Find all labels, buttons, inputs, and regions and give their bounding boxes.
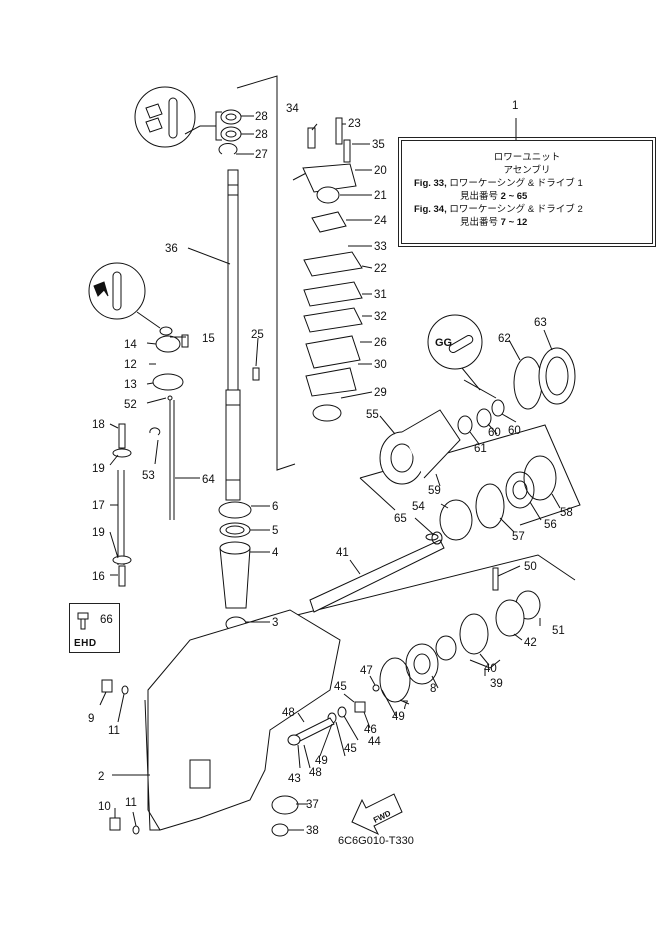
callout-31: 31 [374, 289, 387, 301]
callout-27: 27 [255, 149, 268, 161]
legend-part-number: 1 [512, 100, 519, 112]
callout-43: 43 [288, 773, 301, 785]
bolt-icon [77, 612, 89, 630]
callout-20: 20 [374, 165, 387, 177]
legend-fig-34: Fig. 34, ロワーケーシング & ドライブ 2 [414, 204, 583, 215]
callout-26: 26 [374, 337, 387, 349]
callout-32: 32 [374, 311, 387, 323]
callout-64: 64 [202, 474, 215, 486]
callout-63: 63 [534, 317, 547, 329]
callout-62: 62 [498, 333, 511, 345]
callout-23: 23 [348, 118, 361, 130]
callout-10: 10 [98, 801, 111, 813]
ehd-label: EHD [74, 638, 97, 649]
callout-38: 38 [306, 825, 319, 837]
svg-text:GG: GG [435, 337, 452, 349]
callout-7: 7 [402, 700, 408, 712]
callout-47: 47 [360, 665, 373, 677]
callout-21: 21 [374, 190, 387, 202]
grease-circle-upper [134, 86, 196, 148]
fwd-arrow-icon: FWD [351, 793, 403, 836]
callout-37: 37 [306, 799, 319, 811]
callout-59: 59 [428, 485, 441, 497]
legend-fig-33-range: 見出番号 2 ~ 65 [460, 191, 528, 202]
callout-44: 44 [368, 736, 381, 748]
callout-34: 34 [286, 103, 299, 115]
grease-circle-middle [88, 262, 146, 320]
callout-9: 9 [88, 713, 94, 725]
callout-18: 18 [92, 419, 105, 431]
callout-8: 8 [430, 683, 436, 695]
callout-65: 65 [394, 513, 407, 525]
callout-40: 40 [484, 663, 497, 675]
callout-60: 60 [488, 427, 501, 439]
legend-title-1: ロワーユニット [493, 152, 561, 163]
callout-12: 12 [124, 359, 137, 371]
callout-30: 30 [374, 359, 387, 371]
callout-49: 49 [392, 711, 405, 723]
callout-35: 35 [372, 139, 385, 151]
callout-2: 2 [98, 771, 104, 783]
callout-11: 11 [108, 725, 120, 737]
callout-15: 15 [202, 333, 215, 345]
callout-6: 6 [272, 501, 278, 513]
callout-numbers: 2828273423352021243322313226302936251514… [88, 103, 573, 837]
callout-50: 50 [524, 561, 537, 573]
grease-symbol-middle [93, 271, 122, 311]
callout-55: 55 [366, 409, 379, 421]
callout-3: 3 [272, 617, 278, 629]
callout-49: 49 [315, 755, 328, 767]
callout-39: 39 [490, 678, 503, 690]
grease-symbol-upper [145, 97, 178, 139]
callout-5: 5 [272, 525, 278, 537]
assembly-legend-box: ロワーユニット アセンブリ Fig. 33, ロワーケーシング & ドライブ 1… [398, 137, 656, 247]
callout-11: 11 [125, 797, 137, 809]
callout-28: 28 [255, 111, 268, 123]
callout-19: 19 [92, 463, 105, 475]
callout-22: 22 [374, 263, 387, 275]
callout-56: 56 [544, 519, 557, 531]
callout-57: 57 [512, 531, 525, 543]
callout-36: 36 [165, 243, 178, 255]
callout-14: 14 [124, 339, 137, 351]
callout-28: 28 [255, 129, 268, 141]
callout-4: 4 [272, 547, 279, 559]
callout-53: 53 [142, 470, 155, 482]
callout-54: 54 [412, 501, 425, 513]
grease-circle-right [427, 314, 483, 370]
callout-51: 51 [552, 625, 565, 637]
drawing-code: 6C6G010-T330 [338, 835, 414, 847]
callout-61: 61 [474, 443, 487, 455]
callout-24: 24 [374, 215, 387, 227]
legend-title-2: アセンブリ [503, 165, 551, 176]
callout-16: 16 [92, 571, 105, 583]
legend-fig-33: Fig. 33, ロワーケーシング & ドライブ 1 [414, 178, 583, 189]
grease-symbol-right: GG [435, 335, 474, 353]
callout-42: 42 [524, 637, 537, 649]
callout-52: 52 [124, 399, 137, 411]
callout-45: 45 [344, 743, 357, 755]
callout-41: 41 [336, 547, 349, 559]
callout-17: 17 [92, 500, 105, 512]
callout-33: 33 [374, 241, 387, 253]
callout-60: 60 [508, 425, 521, 437]
ehd-part-number: 66 [100, 614, 113, 626]
callout-46: 46 [364, 724, 377, 736]
callout-45: 45 [334, 681, 347, 693]
ehd-inset: 66 EHD [69, 603, 120, 653]
callout-29: 29 [374, 387, 387, 399]
legend-fig-34-range: 見出番号 7 ~ 12 [460, 217, 528, 228]
callout-25: 25 [251, 329, 264, 341]
callout-48: 48 [309, 767, 322, 779]
callout-19: 19 [92, 527, 105, 539]
callout-13: 13 [124, 379, 137, 391]
callout-58: 58 [560, 507, 573, 519]
callout-48: 48 [282, 707, 295, 719]
